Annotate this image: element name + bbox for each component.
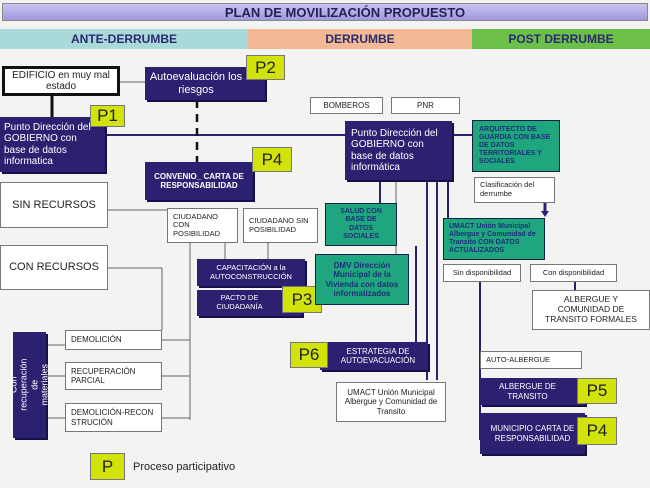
umact-green-node: UMACT Unión Municipal Albergue y Comunid… <box>443 218 545 260</box>
ciudadano-sin-node: CIUDADANO SIN POSIBILIDAD <box>243 208 318 243</box>
albergue-transito-node: ALBERGUE DE TRANSITO <box>480 378 585 405</box>
legend-label: Proceso participativo <box>133 461 236 473</box>
sin-disponibilidad-node: Sin disponibilidad <box>443 264 521 282</box>
phase-derrumbe: DERRUMBE <box>248 29 472 49</box>
punto-direccion-center-node: Punto Dirección del GOBIERNO con base de… <box>345 121 452 180</box>
convenio-node: CONVENIO_ CARTA DE RESPONSABILIDAD <box>145 162 253 200</box>
punto-direccion-left-node: Punto Dirección del GOBIERNO con base de… <box>0 117 105 172</box>
phase-ante: ANTE-DERRUMBE <box>0 29 248 49</box>
badge-p4-right: P4 <box>577 417 617 445</box>
badge-p4-left: P4 <box>252 147 292 172</box>
con-disponibilidad-node: Con disponibilidad <box>530 264 617 282</box>
sin-recursos-node: SIN RECURSOS <box>0 182 108 228</box>
recuperacion-parcial-node: RECUPERACIÓN PARCIAL <box>65 362 162 390</box>
con-recuperacion-label: Con recuperación de materiales <box>8 358 50 412</box>
phase-post: POST DERRUMBE <box>472 29 650 49</box>
albergue-formales-node: ALBERGUE Y COMUNIDAD DE TRANSITO FORMALE… <box>532 290 650 330</box>
bomberos-node: BOMBEROS <box>310 97 383 114</box>
legend-symbol: P <box>90 453 125 480</box>
arquitecto-node: ARQUITECTO DE GUARDIA CON BASE DE DATOS … <box>472 120 560 172</box>
con-recuperacion-node: Con recuperación de materiales <box>9 332 50 438</box>
badge-p6: P6 <box>290 342 328 368</box>
auto-albergue-node: AUTO-ALBERGUE <box>480 351 582 369</box>
dmv-node: DMV Dirección Municipal de la Vivienda c… <box>315 254 409 305</box>
ciudadano-con-node: CIUDADANO CON POSIBILIDAD <box>167 208 238 243</box>
demolicion-reconstruccion-node: DEMOLICIÓN-RECONSTRUCIÓN <box>65 403 162 432</box>
con-recursos-node: CON RECURSOS <box>0 245 108 290</box>
demolicion-node: DEMOLICIÓN <box>65 330 162 350</box>
municipio-node: MUNICIPIO CARTA DE RESPONSABILIDAD <box>480 413 585 454</box>
diagram-title: PLAN DE MOVILIZACIÓN PROPUESTO <box>224 4 466 20</box>
pnr-node: PNR <box>391 97 460 114</box>
badge-p2: P2 <box>246 55 285 80</box>
title-bar: PLAN DE MOVILIZACIÓN PROPUESTO <box>2 3 648 21</box>
badge-p5: P5 <box>577 378 617 404</box>
clasificacion-node: Clasificación del derrumbe <box>474 177 555 203</box>
umact-white-node: UMACT Unión Municipal Albergue y Comunid… <box>336 382 446 422</box>
autoevaluacion-node: Autoevaluación los riesgos <box>145 67 265 100</box>
badge-p1: P1 <box>90 105 125 127</box>
edificio-node: EDIFICIO en muy mal estado <box>2 66 120 96</box>
capacitacion-node: CAPACITACIÓN a la AUTOCONSTRUCCIÓN <box>197 259 305 286</box>
salud-node: SALUD CON BASE DE DATOS SOCIALES <box>325 203 397 246</box>
estrategia-node: ESTRATEGIA DE AUTOEVACUACIÓN <box>320 342 428 370</box>
